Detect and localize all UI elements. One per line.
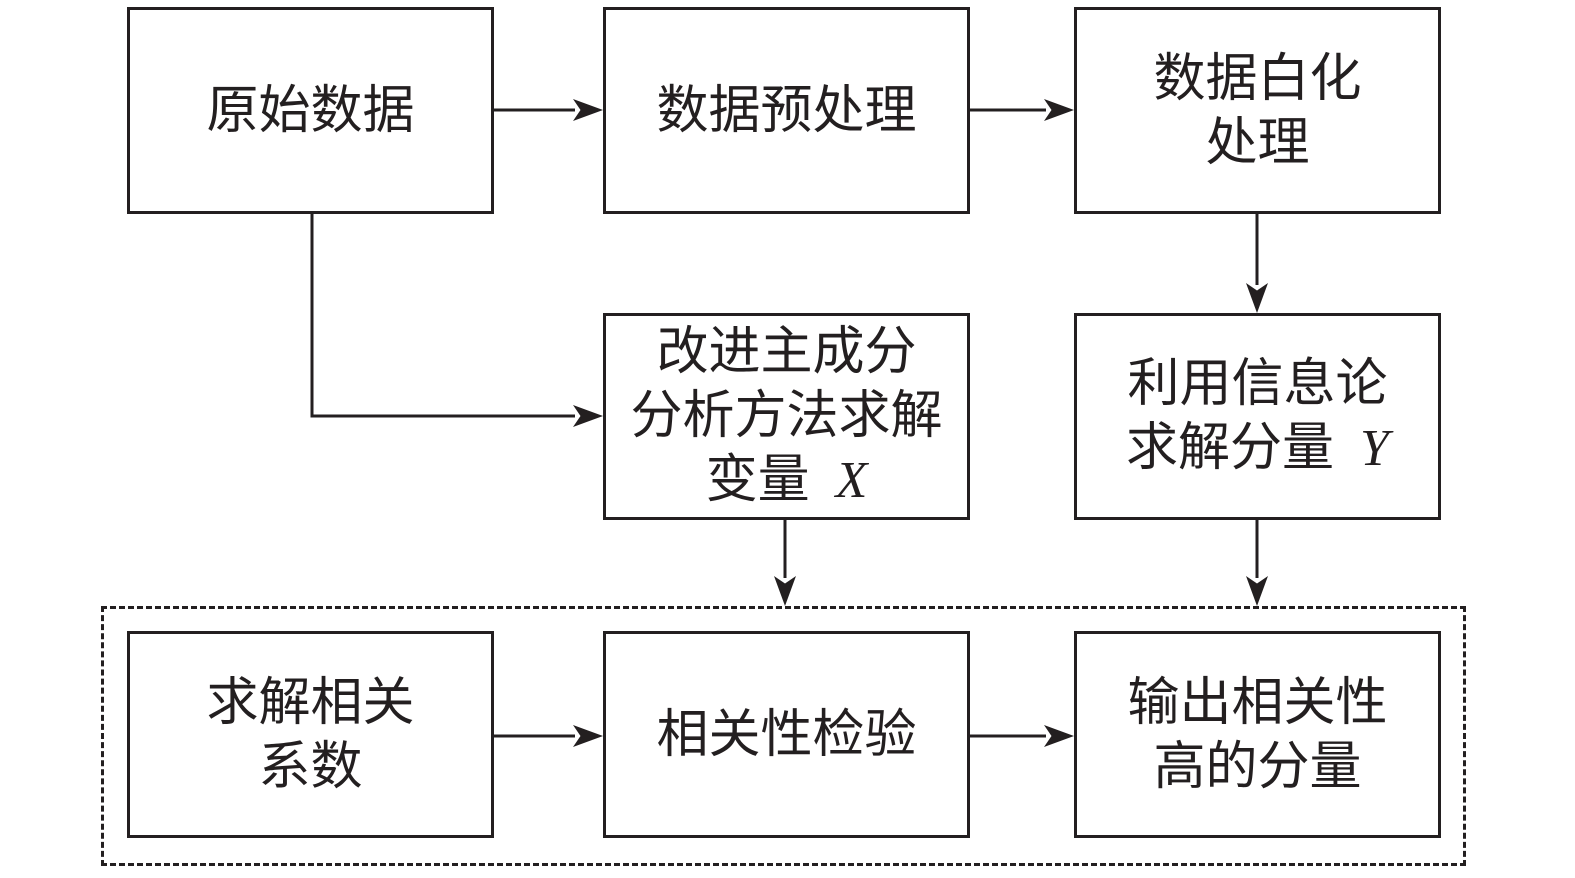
- arrow-raw-to-pca-line: [310, 214, 575, 418]
- variable-x: X: [835, 452, 868, 509]
- info-theory-label-line-2: 求解分量 Y: [1126, 416, 1389, 481]
- arrow-raw-to-preprocess-head: [573, 99, 603, 121]
- preprocess-label: 数据预处理: [656, 80, 917, 141]
- info-theory-label-line-1: 利用信息论: [1127, 354, 1388, 414]
- arrow-info-to-group-head: [1246, 576, 1268, 606]
- corr-test-label: 相关性检验: [656, 704, 917, 765]
- raw-data-node: 原始数据: [127, 7, 494, 214]
- whitening-label-line-1: 数据白化: [1153, 48, 1362, 109]
- whitening-label-line-2: 处理: [1205, 112, 1310, 173]
- output-label-line-2: 高的分量: [1153, 736, 1362, 797]
- output-label-line-1: 输出相关性: [1127, 672, 1388, 733]
- output-node: 输出相关性 高的分量: [1074, 631, 1441, 838]
- corr-test-node: 相关性检验: [603, 631, 970, 838]
- corr-coef-label-line-2: 系数: [258, 736, 363, 797]
- whitening-node: 数据白化 处理: [1074, 7, 1441, 214]
- arrow-raw-to-pca-head: [573, 405, 603, 427]
- improved-pca-node: 改进主成分 分析方法求解 变量 X: [603, 313, 970, 520]
- corr-coef-label-line-1: 求解相关: [206, 672, 415, 733]
- corr-coef-node: 求解相关 系数: [127, 631, 494, 838]
- arrow-whitening-to-info-head: [1246, 283, 1268, 313]
- improved-pca-label-line-2: 分析方法求解: [630, 386, 943, 446]
- info-theory-label-text: 求解分量: [1126, 418, 1335, 478]
- raw-data-label: 原始数据: [206, 80, 415, 141]
- arrow-pca-to-group-head: [774, 576, 796, 606]
- arrow-test-to-output-head: [1044, 725, 1074, 747]
- variable-y: Y: [1360, 420, 1389, 477]
- preprocess-node: 数据预处理: [603, 7, 970, 214]
- arrow-coef-to-test-head: [573, 725, 603, 747]
- correlation-analysis-group-border: [101, 606, 1466, 866]
- improved-pca-label-text: 变量: [705, 450, 810, 510]
- info-theory-node: 利用信息论 求解分量 Y: [1074, 313, 1441, 520]
- improved-pca-label-line-3: 变量 X: [706, 448, 868, 513]
- arrow-preprocess-to-whitening-head: [1044, 99, 1074, 121]
- improved-pca-label-line-1: 改进主成分: [656, 322, 917, 382]
